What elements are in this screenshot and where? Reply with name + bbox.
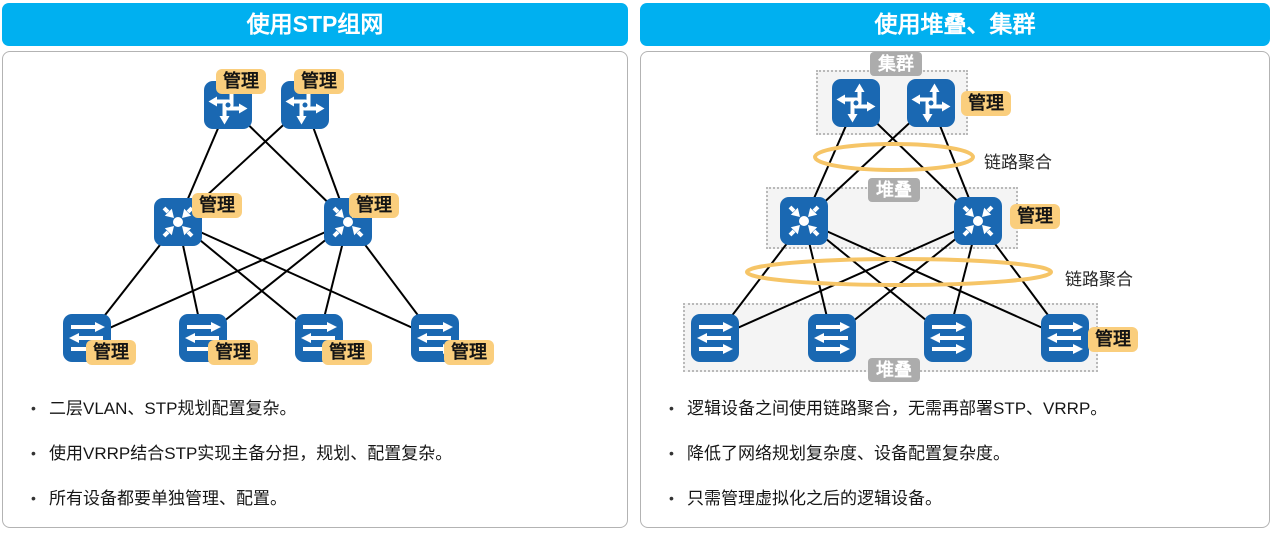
bullet-item: 所有设备都要单独管理、配置。 <box>29 489 617 508</box>
left-panel-body: 管理 管理 管理 管理 管理 管理 管理 管理 二层VLAN、STP规划配置复杂… <box>2 51 628 528</box>
right-bullet-list: 逻辑设备之间使用链路聚合，无需再部署STP、VRRP。 降低了网络规划复杂度、设… <box>667 399 1259 534</box>
l2-switch-icon <box>691 314 739 362</box>
left-panel: 使用STP组网 管理 管 <box>2 0 628 531</box>
link-aggregation-label: 链路聚合 <box>1065 270 1133 289</box>
right-panel: 使用堆叠、集群 <box>640 0 1270 531</box>
l3-switch-icon <box>954 197 1002 245</box>
manage-tag: 管理 <box>294 69 344 94</box>
manage-tag: 管理 <box>86 340 136 365</box>
router-icon <box>832 79 880 127</box>
l3-switch-icon <box>780 197 828 245</box>
bullet-item: 只需管理虚拟化之后的逻辑设备。 <box>667 489 1259 508</box>
manage-tag: 管理 <box>1010 204 1060 229</box>
l2-switch-icon <box>808 314 856 362</box>
link-aggregation-label: 链路聚合 <box>984 153 1052 172</box>
bullet-item: 使用VRRP结合STP实现主备分担，规划、配置复杂。 <box>29 444 617 463</box>
manage-tag: 管理 <box>216 69 266 94</box>
router-icon <box>907 79 955 127</box>
manage-tag: 管理 <box>208 340 258 365</box>
left-panel-header: 使用STP组网 <box>2 3 628 46</box>
bullet-item: 逻辑设备之间使用链路聚合，无需再部署STP、VRRP。 <box>667 399 1259 418</box>
manage-tag: 管理 <box>1088 327 1138 352</box>
bullet-item: 降低了网络规划复杂度、设备配置复杂度。 <box>667 444 1259 463</box>
left-panel-title: 使用STP组网 <box>246 11 384 37</box>
l2-switch-icon <box>924 314 972 362</box>
link-aggregation-ellipses <box>745 142 1053 287</box>
right-panel-header: 使用堆叠、集群 <box>640 3 1270 46</box>
manage-tag: 管理 <box>961 91 1011 116</box>
bullet-item: 二层VLAN、STP规划配置复杂。 <box>29 399 617 418</box>
manage-tag: 管理 <box>322 340 372 365</box>
manage-tag: 管理 <box>349 193 399 218</box>
l2-switch-icon <box>1041 314 1089 362</box>
cluster-tag: 集群 <box>870 52 922 76</box>
stack-tag: 堆叠 <box>868 178 920 202</box>
right-panel-body: 集群 堆叠 堆叠 管理 管理 管理 链路聚合 链路聚合 逻辑设备之间使用链路聚合… <box>640 51 1270 528</box>
left-bullet-list: 二层VLAN、STP规划配置复杂。 使用VRRP结合STP实现主备分担，规划、配… <box>29 399 617 534</box>
stack-tag: 堆叠 <box>868 358 920 382</box>
manage-tag: 管理 <box>444 340 494 365</box>
manage-tag: 管理 <box>192 193 242 218</box>
right-panel-title: 使用堆叠、集群 <box>874 11 1036 37</box>
